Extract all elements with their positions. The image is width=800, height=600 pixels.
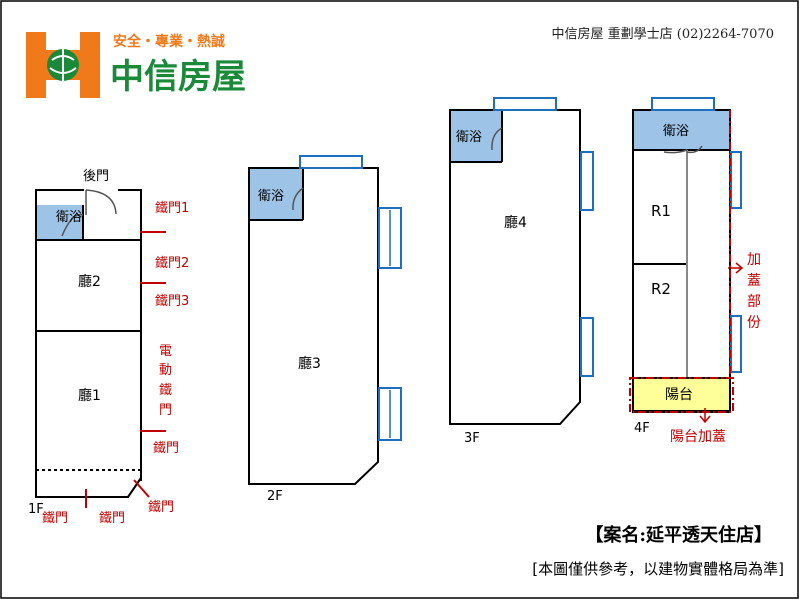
window-4f-right-upper	[730, 151, 742, 209]
addition-part-char-2: 蓋	[747, 273, 761, 289]
iron-door-2-label: 鐵門2	[155, 255, 189, 271]
iron-door-bottom-left-label: 鐵門	[42, 510, 68, 526]
window-3f-right-lower	[580, 317, 594, 377]
floor-2f: 衛浴 廳3 2F	[248, 155, 402, 504]
arrow-right-icon	[728, 262, 744, 274]
room-label-hall1: 廳1	[78, 387, 101, 404]
logo-brand-name: 中信房屋	[110, 57, 246, 97]
room-label-bath-1f: 衛浴	[56, 210, 82, 225]
bath-2f	[250, 169, 303, 220]
addition-part-char-3: 部	[747, 294, 761, 310]
room-label-balcony: 陽台	[665, 387, 693, 403]
floor-label-4f: 4F	[634, 421, 650, 436]
iron-door-1-label: 鐵門1	[155, 200, 189, 216]
balcony-addition-label: 陽台加蓋	[670, 429, 726, 445]
company-logo: 安全・專業・熱誠 中信房屋	[26, 32, 246, 98]
addition-part-char-1: 加	[747, 252, 761, 268]
addition-part-char-4: 份	[747, 315, 761, 331]
room-label-bath-2f: 衛浴	[258, 189, 284, 204]
floor-label-1f: 1F	[28, 502, 44, 517]
window-2f-top	[299, 155, 363, 169]
room-label-hall4: 廳4	[504, 214, 527, 231]
floor-label-3f: 3F	[464, 431, 480, 446]
room-label-bath-4f: 衛浴	[663, 124, 689, 139]
iron-door-3-label: 鐵門3	[155, 293, 189, 309]
window-4f-top	[651, 97, 715, 111]
case-name: 【案名:延平透天住店】	[585, 524, 772, 546]
floor-4f-outline	[632, 109, 731, 413]
disclaimer: [本圖僅供參考，以建物實體格局為準]	[532, 560, 784, 578]
room-label-hall3: 廳3	[298, 355, 321, 372]
electric-iron-door-char-4: 門	[159, 403, 172, 418]
floor-3f: 衛浴 廳4 3F	[449, 97, 594, 446]
arrow-down-icon	[699, 408, 711, 424]
back-door-label: 後門	[83, 169, 109, 184]
bath-1f	[37, 205, 83, 240]
iron-door-right-label: 鐵門	[153, 440, 179, 456]
iron-door-bottom-mid-label: 鐵門	[99, 510, 125, 526]
window-3f-right-upper	[580, 151, 594, 211]
room-label-bath-3f: 衛浴	[456, 130, 482, 145]
bath-4f	[634, 111, 729, 149]
electric-iron-door-char-2: 動	[159, 363, 172, 378]
iron-door-corner-label: 鐵門	[148, 499, 174, 515]
electric-iron-door-char-3: 鐵	[159, 382, 172, 398]
floor-4f: 衛浴 R1 R2 陽台 4F 加 蓋 部 份 陽台加蓋	[629, 97, 761, 445]
floor-1f: 衛浴 廳2 廳1 後門 1F 鐵門1 鐵門2 鐵門3 電 動 鐵 門 鐵門 鐵門…	[28, 169, 189, 526]
electric-iron-door-char-1: 電	[159, 344, 172, 359]
room-label-hall2: 廳2	[78, 273, 101, 290]
floor-label-2f: 2F	[267, 489, 283, 504]
window-4f-right-lower	[730, 315, 742, 373]
floor-3f-outline	[449, 109, 581, 425]
room-label-r2: R2	[651, 280, 671, 298]
back-door-swing	[85, 189, 117, 215]
window-3f-top	[493, 97, 557, 111]
store-info: 中信房屋 重劃學士店 (02)2264-7070	[551, 26, 774, 42]
addition-boundary-balcony	[629, 377, 734, 413]
room-label-r1: R1	[651, 202, 671, 220]
logo-slogan: 安全・專業・熱誠	[113, 33, 225, 50]
